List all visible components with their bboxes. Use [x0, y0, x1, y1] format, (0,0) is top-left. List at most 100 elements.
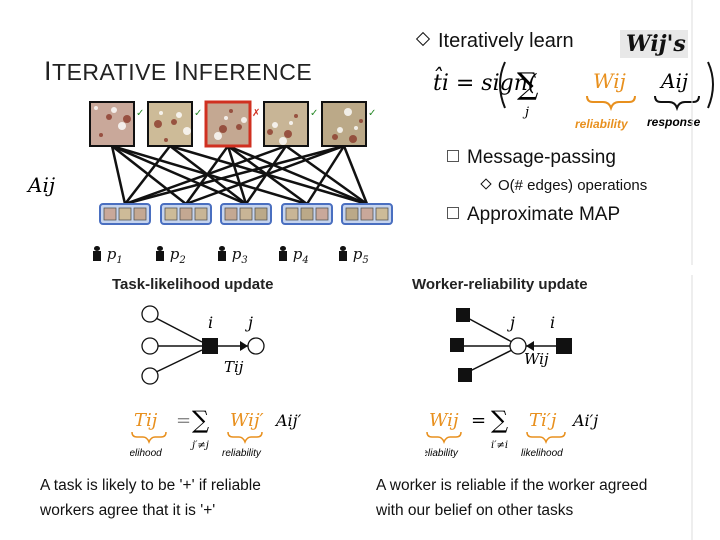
- task-update-formula: Tij = ∑ j′≠j Wij′ Aij′ likelihood reliab…: [130, 406, 302, 459]
- worker-response-thumb: [315, 207, 329, 221]
- worker-response-thumb: [133, 207, 147, 221]
- task-node-icon: [456, 308, 470, 322]
- task-label: ✓: [368, 108, 376, 119]
- graph-edge: [110, 145, 127, 205]
- task-node-icon: [458, 368, 472, 382]
- formula-lhs: Tij: [134, 410, 158, 431]
- worker-response-thumb: [254, 207, 268, 221]
- equals-sign: =: [176, 410, 191, 431]
- t-brace: [526, 431, 566, 445]
- node-i-label: i: [550, 313, 555, 332]
- task-node-icon: [202, 338, 218, 354]
- worker-node-icon: [509, 337, 527, 355]
- bullet-approximate-map: Approximate MAP: [447, 204, 620, 226]
- worker-node-icon: [141, 305, 159, 323]
- response-brace: [654, 95, 700, 112]
- slide-edge-decoration: [691, 0, 693, 540]
- task-label: ✗: [252, 108, 260, 119]
- worker-p4: p4: [278, 244, 309, 266]
- task-image-texture: [337, 127, 343, 133]
- graph-edge: [111, 144, 247, 206]
- node-j-label: j: [245, 313, 253, 332]
- edge-label: Wij: [524, 350, 549, 368]
- task-image-texture: [164, 138, 168, 142]
- node-j-label: j: [507, 313, 515, 332]
- sum-index: j: [522, 105, 529, 120]
- worker-response-thumb: [118, 207, 132, 221]
- person-icon: [278, 246, 288, 261]
- task-image-texture: [344, 108, 352, 116]
- task-image-texture: [332, 134, 338, 140]
- diamond-bullet-icon: [480, 178, 492, 190]
- task-image-texture: [349, 135, 357, 143]
- person-icon: [338, 246, 348, 261]
- task-image-texture: [241, 117, 247, 123]
- sum-symbol: ∑: [517, 67, 539, 102]
- checkbox-bullet-icon: [447, 207, 459, 219]
- person-icon: [217, 246, 227, 261]
- formula-response: Aij′: [274, 411, 302, 430]
- task-image-texture: [219, 125, 227, 133]
- task-image-texture: [154, 120, 162, 128]
- worker-update-formula: Wij = ∑ i′≠i Ti′j Ai′j reliability likel…: [425, 406, 598, 459]
- worker-update-title: Worker-reliability update: [412, 276, 588, 293]
- sum-symbol: ∑: [192, 406, 209, 434]
- task-label: ✓: [194, 108, 202, 119]
- worker-response-thumb: [300, 207, 314, 221]
- equals-sign: =: [471, 410, 486, 431]
- edge: [463, 315, 513, 343]
- graph-edge: [124, 144, 345, 206]
- worker-p2: p2: [155, 244, 186, 266]
- task-image-texture: [359, 119, 363, 123]
- task-update-diagram: i j Tij: [141, 305, 265, 385]
- task-image: [204, 100, 252, 148]
- task-image-texture: [111, 107, 117, 113]
- weight-brace: [227, 431, 263, 445]
- worker-node-icon: [141, 337, 159, 355]
- graph-edge: [185, 144, 345, 206]
- bipartite-graph: Aij ✓✓✗✓✓: [26, 100, 393, 225]
- lhs-brace: [426, 431, 462, 445]
- graph-edge: [305, 145, 346, 205]
- sum-symbol: ∑: [491, 406, 508, 434]
- person-icon: [92, 246, 102, 261]
- reliability-caption: reliability: [222, 448, 262, 459]
- task-image: [321, 101, 367, 147]
- formula-t: Ti′j: [529, 410, 557, 431]
- task-image-texture: [224, 116, 228, 120]
- graph-edge: [342, 145, 369, 205]
- worker-p1: p1: [92, 244, 123, 266]
- weight-symbol: Wij's: [620, 30, 688, 58]
- task-image-texture: [294, 114, 298, 118]
- checkbox-bullet-icon: [447, 150, 459, 162]
- task-image-texture: [289, 121, 293, 125]
- formula-lhs: Wij: [429, 410, 459, 431]
- task-update-description: A task is likely to be '+' if reliable w…: [40, 477, 261, 519]
- worker-response-thumb: [194, 207, 208, 221]
- formula-response: Aij: [659, 69, 688, 93]
- task-image-texture: [118, 122, 126, 130]
- worker-response-thumb: [375, 207, 389, 221]
- task-image-texture: [123, 115, 131, 123]
- node-i-label: i: [208, 313, 213, 332]
- bullet-iteratively-learn: Iteratively learn: [415, 30, 574, 53]
- worker-response-thumb: [239, 207, 253, 221]
- sum-index: i′≠i: [491, 440, 508, 451]
- task-label: ✓: [310, 108, 318, 119]
- arrow-head: [526, 341, 534, 351]
- task-node-icon: [450, 338, 464, 352]
- worker-response-thumb: [360, 207, 374, 221]
- likelihood-caption: likelihood: [521, 448, 563, 459]
- formula-weight: Wij′: [230, 410, 264, 431]
- task-image-texture: [272, 122, 278, 128]
- formula-response: Ai′j: [571, 411, 598, 430]
- worker-response-thumb: [103, 207, 117, 221]
- task-image-texture: [236, 124, 242, 130]
- edge: [151, 315, 203, 343]
- task-image-texture: [279, 137, 287, 145]
- graph-edge: [124, 145, 171, 205]
- likelihood-caption: likelihood: [130, 448, 162, 459]
- worker-response-thumb: [179, 207, 193, 221]
- left-paren: [499, 61, 506, 109]
- task-image-texture: [214, 132, 222, 140]
